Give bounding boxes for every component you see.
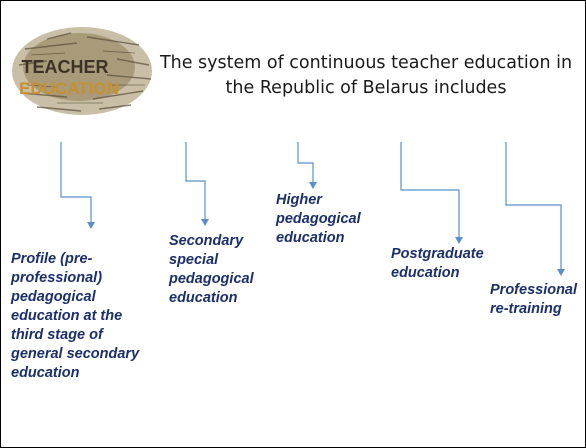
arrowhead-postgraduate <box>455 237 463 244</box>
label-higher-education: Higher pedagogical education <box>276 192 361 246</box>
arrowhead-profile <box>87 222 95 229</box>
label-professional-retraining: Professional re-training <box>490 282 578 317</box>
connector-postgraduate <box>400 142 460 237</box>
connector-profile <box>60 142 92 222</box>
label-secondary-special-education: Secondary special pedagogical education <box>169 233 254 306</box>
label-postgraduate-education: Postgraduate education <box>391 246 484 281</box>
arrowhead-higher <box>309 182 317 189</box>
connector-secondary <box>185 142 206 219</box>
slide-title: The system of continuous teacher educati… <box>159 53 573 98</box>
connector-retraining <box>505 142 562 269</box>
teacher-education-word-cloud-logo: TEACHER EDUCATION <box>12 27 152 115</box>
connector-higher <box>297 142 314 182</box>
logo-word-teacher: TEACHER <box>21 57 108 77</box>
arrowhead-retraining <box>557 269 565 276</box>
label-profile-education: Profile (pre- professional) pedagogical … <box>11 251 140 381</box>
arrowhead-secondary <box>201 219 209 226</box>
logo-word-education: EDUCATION <box>19 79 119 98</box>
